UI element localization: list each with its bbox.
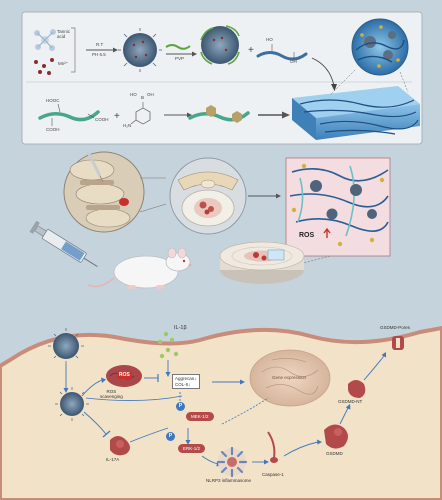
il17a-protein	[110, 436, 130, 456]
arrow-mek-to-erk	[185, 428, 191, 445]
hydrogel-zoom-circle	[351, 18, 409, 76]
il1b-molecules	[157, 331, 179, 359]
hydrogel-block	[292, 86, 420, 140]
boronic-modified-polymer	[188, 105, 250, 123]
spine-zoom-circle	[63, 151, 145, 233]
gsdmd-nt-protein	[348, 380, 366, 398]
mek-pill: MEK-1/2	[186, 412, 214, 421]
intracellular-nanoparticle	[55, 387, 89, 421]
gsdmd-pores-label: GSDMD-Pores	[380, 325, 411, 330]
arrow-head	[331, 84, 337, 91]
il1b-label: IL-1β	[174, 325, 187, 331]
boronic-h2n-label: H₂N	[123, 123, 132, 128]
manganese-ions	[34, 58, 54, 75]
il17a-label: IL-17A	[106, 457, 120, 462]
carboxyl-polymer	[38, 103, 100, 126]
gsdmd-protein	[324, 424, 348, 449]
nucleus	[249, 349, 331, 407]
boronic-ho-label: HO	[130, 92, 137, 97]
extracellular-nanoparticle	[48, 328, 84, 364]
condition-top-label: R.T	[96, 42, 104, 47]
arrow-nt-to-pores	[363, 352, 386, 381]
arrow-il17a-to-mek	[129, 427, 169, 443]
nanoparticle-core	[118, 28, 162, 72]
hooc-label: HOOC	[46, 98, 60, 103]
nlrp3-label: NLRP3 inflammasome	[206, 478, 252, 483]
arrow-to-ros	[81, 377, 106, 397]
cooh-right-label: COOH	[95, 117, 109, 122]
ros-panel	[285, 157, 391, 257]
phospho-badge-erk: P	[166, 432, 175, 441]
arrow-to-hydrogel	[311, 57, 335, 87]
oh-label: OH	[290, 59, 297, 64]
inhibition-ros-to-aggrecan	[144, 374, 159, 382]
inhibition-line-long	[85, 395, 183, 401]
mouse	[87, 247, 192, 289]
tannic-acid-label: Tannic acid	[57, 29, 71, 39]
disc-cutaway	[219, 241, 305, 284]
zoom-guide	[329, 69, 356, 96]
arrow-to-gene-expression	[212, 379, 245, 385]
arrow-to-ros-panel	[248, 193, 281, 199]
boronic-acid-molecule	[130, 102, 151, 125]
vertebra-section-circle	[169, 157, 247, 235]
arrow-nlrp3-to-caspase	[252, 459, 269, 465]
caspase-1	[267, 431, 278, 463]
connector-line	[139, 203, 167, 213]
mn-label: Mn²⁺	[58, 61, 69, 66]
pvp-coated-nanoparticle	[200, 25, 240, 65]
arrow-caspase-to-gsdmd	[283, 439, 322, 457]
bracket	[71, 27, 76, 73]
ho-label: HO	[266, 37, 273, 42]
arrow-erk-to-nucleus	[221, 397, 269, 425]
cooh-bottom-label: COOH	[46, 127, 60, 132]
inhibition-np-to-il17a	[83, 411, 111, 438]
pvp-strand	[165, 44, 191, 50]
arrow-gsdmd-to-nt	[339, 404, 351, 425]
gsdmd-label: GSDMD	[326, 451, 343, 456]
plus-sign: +	[248, 45, 254, 56]
arrow-uptake	[63, 364, 69, 393]
caspase-label: Caspase-1	[262, 472, 284, 477]
pvp-label: PVP	[175, 56, 185, 61]
synthesis-arrow-3	[164, 112, 192, 118]
synthesis-arrow-2	[166, 51, 197, 57]
boronic-b-label: B	[141, 95, 145, 100]
syringe	[29, 220, 98, 267]
nlrp3-inflammasome	[216, 446, 248, 478]
erk-pill: ERK-1/2	[178, 444, 206, 453]
aggrecan-box: Aggrecan↓ COL-II↓	[172, 374, 200, 390]
ros-panel-label: ROS	[299, 232, 315, 239]
gene-expression-label: Gene expression	[272, 375, 307, 380]
zoom-guide	[399, 71, 409, 93]
zoom-guide	[299, 255, 331, 265]
gsdmd-pores	[392, 336, 404, 350]
phospho-badge-mek: P	[176, 402, 185, 411]
arrow-il1b-down	[165, 360, 171, 377]
synthesis-arrow-4	[258, 111, 290, 119]
hydroxyl-polymer	[256, 44, 308, 61]
tannic-acid-molecule	[34, 29, 56, 51]
plus-sign-2: +	[114, 111, 120, 122]
condition-bottom-label: PH 6.5	[92, 52, 106, 57]
boronic-oh-label: OH	[147, 92, 154, 97]
ros-organelle-label: ROS	[117, 372, 132, 379]
synthesis-arrow-1	[86, 47, 118, 53]
gsdmd-nt-label: GSDMD-NT	[338, 399, 363, 404]
ros-scavenging-label: ROS scavenging	[100, 389, 123, 399]
